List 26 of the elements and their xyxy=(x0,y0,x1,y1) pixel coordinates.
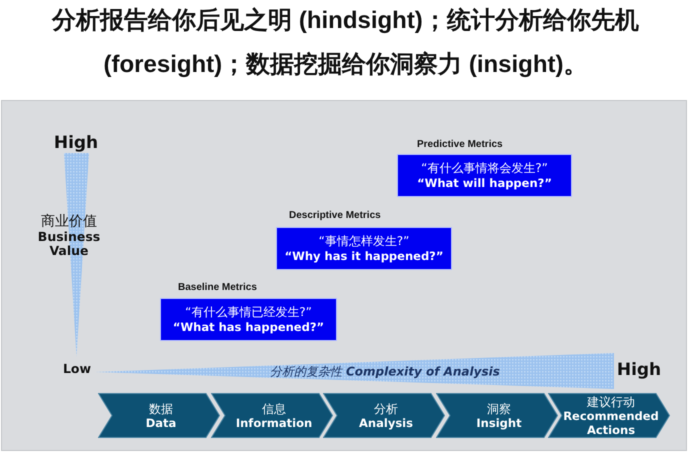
axis-title: Business Value xyxy=(38,230,100,258)
title: 分析报告给你后见之明 (hindsight)；统计分析给你先机 (foresight)；数据挖掘给你洞察力 (insight)。 xyxy=(50,6,640,80)
question-text: “What has happened?” xyxy=(172,320,324,334)
step-label: Information xyxy=(236,416,312,430)
axis-end-label: Low xyxy=(62,362,92,376)
box-heading: Descriptive Metrics xyxy=(289,210,381,222)
step-label: 信息 xyxy=(262,402,286,416)
step-label: Analysis xyxy=(359,416,413,430)
step-label: Insight xyxy=(476,416,522,430)
step-label: 洞察 xyxy=(487,402,511,416)
axis-title: 分析的复杂性 Complexity of Analysis xyxy=(270,364,500,380)
step-label: Recommended Actions xyxy=(563,408,659,436)
box-heading: Predictive Metrics xyxy=(417,139,503,151)
axis-end-label: High xyxy=(54,133,98,153)
step-label: 数据 xyxy=(149,402,173,416)
question-text: “Why has it happened?” xyxy=(284,248,444,264)
question-text: “有什么事情已经发生?” xyxy=(185,304,312,320)
question-text: “有什么事情将会发生?” xyxy=(421,160,548,176)
question-text: “What will happen?” xyxy=(417,176,552,190)
step-label: 分析 xyxy=(374,402,398,416)
step-label: 建议行动 xyxy=(587,394,635,408)
question-text: “事情怎样发生?” xyxy=(318,234,410,248)
box-heading: Baseline Metrics xyxy=(178,282,257,294)
step-label: Data xyxy=(146,416,176,430)
axis-title: 商业价值 xyxy=(41,214,97,230)
axis-end-label: High xyxy=(616,360,662,380)
